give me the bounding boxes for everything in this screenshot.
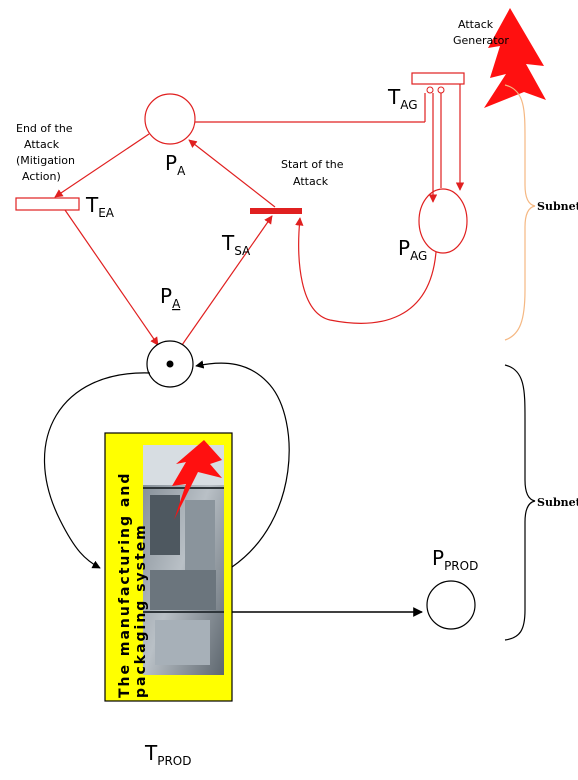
brace-subnet2: [505, 85, 535, 340]
transition-tea: [16, 198, 79, 210]
subnet1-label: Subnet 1: [537, 496, 578, 509]
system-label-line1: The manufacturing and: [117, 472, 133, 698]
attack-generator-label-2: Generator: [453, 34, 509, 47]
arc-tea-pa-bar: [65, 210, 158, 345]
system-label-line2: packaging system: [133, 523, 149, 698]
label-tag: TAG: [387, 85, 418, 112]
end-attack-label-3: (Mitigation: [16, 154, 75, 167]
transition-tsa: [250, 208, 302, 214]
arc-tsa-pa: [189, 140, 275, 207]
label-tprod: TPROD: [144, 741, 191, 768]
token: [167, 361, 174, 368]
end-attack-label-1: End of the: [16, 122, 73, 135]
label-pa-top: PA: [165, 151, 186, 178]
arc-pag-tsa: [299, 218, 436, 323]
label-tea: TEA: [85, 193, 115, 220]
transition-tag: [412, 73, 464, 84]
label-pag: PAG: [398, 236, 427, 263]
lightning-bolt-icon: [484, 8, 546, 108]
end-attack-label-2: Attack: [24, 138, 60, 151]
inhibitor-circle-2: [438, 87, 444, 93]
brace-subnet1: [505, 365, 535, 640]
place-pag: [419, 189, 467, 253]
place-pprod: [427, 581, 475, 629]
label-pprod: PPROD: [432, 546, 478, 573]
start-attack-label-1: Start of the: [281, 158, 344, 171]
start-attack-label-2: Attack: [293, 175, 329, 188]
label-pa-bar: PA: [160, 284, 181, 311]
end-attack-label-4: Action): [22, 170, 61, 183]
attack-generator-label-1: Attack: [458, 18, 494, 31]
subnet2-label: Subnet 2: [537, 200, 578, 213]
inhibitor-circle-1: [427, 87, 433, 93]
place-pa-top: [145, 94, 195, 144]
label-tsa: TSA: [221, 231, 251, 258]
